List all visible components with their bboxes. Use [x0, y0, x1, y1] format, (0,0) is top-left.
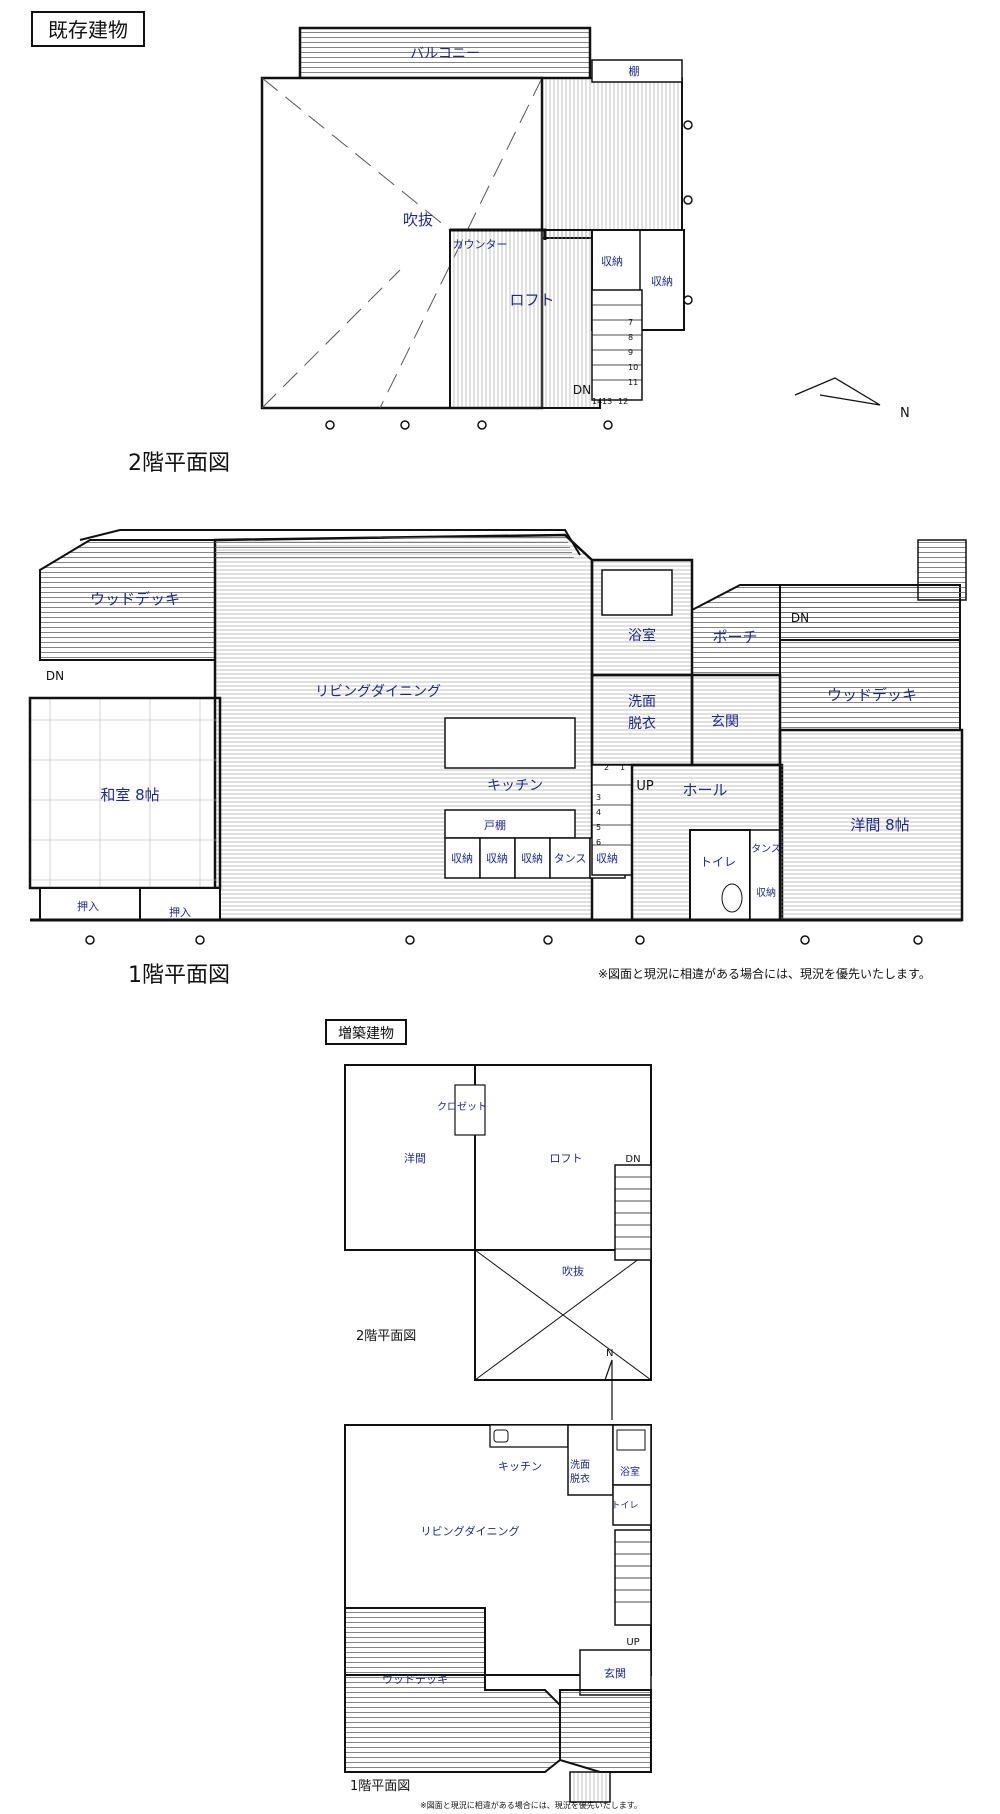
compass-n-label: N — [900, 406, 910, 421]
e1-tansu-label: タンス — [554, 852, 587, 865]
a2-caption: 2階平面図 — [356, 1329, 416, 1344]
existing-2f-plan — [260, 26, 693, 430]
e1-bath-label: 浴室 — [628, 627, 656, 644]
addition-2f-plan — [344, 1064, 652, 1381]
a2-void-label: 吹抜 — [562, 1264, 584, 1278]
e1-dn-right: DN — [791, 611, 809, 625]
e1-kitchen-label: キッチン — [487, 778, 543, 794]
e1-storage-b: 収納 — [486, 852, 508, 865]
a1-up-label: UP — [626, 1637, 639, 1648]
e1-stair-numbers: 2 1 3 4 5 6 — [596, 763, 625, 847]
existing-compass: N — [794, 377, 910, 421]
e1-wash-label: 洗面 — [628, 694, 656, 710]
e2-void-label: 吹抜 — [403, 211, 433, 229]
e1-stair-num: 6 — [596, 838, 601, 847]
e2-stair-num: 11 — [628, 378, 638, 387]
e2-stair-num: 8 — [628, 333, 633, 342]
addition-note: ※図面と現況に相違がある場合には、現況を優先いたします。 — [420, 1800, 642, 1810]
e2-caption: 2階平面図 — [128, 451, 230, 476]
e2-stair-num: 13 — [602, 397, 612, 406]
a2-dn-label: DN — [625, 1154, 640, 1165]
existing-title-box: 既存建物 — [31, 11, 145, 47]
addition-title-box: 増築建物 — [325, 1019, 407, 1045]
e2-stair-numbers: 14 13 12 11 10 9 8 7 — [592, 318, 638, 406]
e1-toilet-label: トイレ — [700, 855, 736, 869]
e1-stair-num: 3 — [596, 793, 601, 802]
existing-note: ※図面と現況に相違がある場合には、現況を優先いたします。 — [598, 966, 931, 981]
e1-tansu2-label: タンス — [751, 843, 781, 855]
e1-storage-e: 収納 — [756, 886, 776, 899]
addition-1f-plan — [344, 1424, 652, 1803]
existing-title: 既存建物 — [48, 18, 128, 42]
e1-hall-label: ホール — [682, 781, 727, 799]
e1-wood-deck-right: ウッドデッキ — [827, 686, 917, 704]
e2-stair-num: 7 — [628, 318, 633, 327]
e1-storage-d: 収納 — [596, 852, 618, 865]
e1-stair-num: 5 — [596, 823, 601, 832]
existing-1f-plan — [28, 529, 967, 945]
a2-loft-label: ロフト — [550, 1152, 583, 1165]
e1-wood-deck-left: ウッドデッキ — [90, 590, 180, 608]
e1-living-label: リビングダイニング — [315, 684, 441, 700]
e2-stair-num: 10 — [628, 363, 638, 372]
e2-dn-label: DN — [573, 383, 591, 397]
e2-balcony-label: バルコニー — [410, 46, 480, 62]
e1-oshiire1: 押入 — [77, 899, 99, 913]
e2-stair-num: 9 — [628, 348, 633, 357]
a2-closet-label: クロゼット — [437, 1101, 487, 1113]
e2-counter-label: カウンター — [453, 238, 508, 251]
e2-shelf-label: 棚 — [629, 64, 640, 78]
a1-toilet-label: トイレ — [611, 1501, 638, 1511]
a1-kitchen-label: キッチン — [498, 1460, 542, 1473]
e1-dress-label: 脱衣 — [628, 716, 656, 732]
e1-up-label: UP — [636, 779, 654, 794]
a2-youma-label: 洋間 — [404, 1151, 426, 1165]
e2-storage1-label: 収納 — [601, 255, 623, 268]
a1-entrance-label: 玄関 — [604, 1666, 626, 1680]
e1-storage-a: 収納 — [451, 852, 473, 865]
e2-stair-num: 14 — [592, 397, 602, 406]
e1-stair-num: 2 — [604, 763, 609, 772]
e2-loft-label: ロフト — [509, 291, 554, 309]
a1-bath-label: 浴室 — [620, 1465, 640, 1478]
e1-dn-left: DN — [46, 669, 64, 683]
e2-storage2-label: 収納 — [651, 275, 673, 288]
e1-entrance-label: 玄関 — [711, 713, 739, 730]
e1-porch-label: ポーチ — [712, 628, 757, 646]
e2-stair-num: 12 — [618, 397, 628, 406]
e1-oshiire2: 押入 — [169, 905, 191, 919]
a1-wash-label: 洗面 — [570, 1459, 590, 1471]
a1-caption: 1階平面図 — [350, 1779, 410, 1794]
e1-todana-label: 戸棚 — [484, 818, 506, 832]
e1-caption: 1階平面図 — [128, 963, 230, 988]
a1-wood-deck-label: ウッドデッキ — [382, 1672, 448, 1686]
e1-stair-num: 4 — [596, 808, 601, 817]
e1-washitsu-label: 和室 8帖 — [100, 786, 159, 804]
e1-storage-c: 収納 — [521, 852, 543, 865]
a1-living-label: リビングダイニング — [421, 1524, 520, 1538]
addition-compass: N — [604, 1348, 613, 1420]
e1-stair-num: 1 — [620, 763, 625, 772]
e1-youma-label: 洋間 8帖 — [850, 816, 909, 834]
a1-dress-label: 脱衣 — [570, 1472, 590, 1485]
addition-compass-n: N — [606, 1348, 613, 1359]
addition-title: 増築建物 — [338, 1026, 394, 1042]
